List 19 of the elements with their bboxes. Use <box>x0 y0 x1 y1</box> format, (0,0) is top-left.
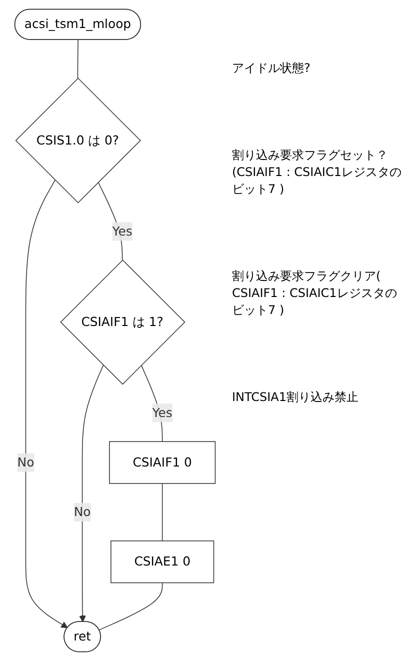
connector <box>140 364 163 442</box>
connector <box>77 39 78 79</box>
annotation-text: 割り込み要求フラグセット？(CSIAIF1 : CSIAIC1レジスタのビット7 ) <box>232 147 402 198</box>
node-diamond: CSIAIF1 は 1? <box>60 260 186 385</box>
annotation-text: 割り込み要求フラグクリア( CSIAIF1 : CSIAIC1レジスタのビット7 ) <box>232 268 398 319</box>
node-diamond: CSIS1.0 は 0? <box>15 78 141 204</box>
connector <box>162 483 163 542</box>
node-box: CSIAIF1 0 <box>109 441 216 484</box>
edge-label: Yes <box>112 224 132 238</box>
connector <box>98 182 123 261</box>
arrow <box>79 364 104 622</box>
edge-label: Yes <box>152 405 172 420</box>
connector <box>98 582 163 630</box>
node-box: CSIAE1 0 <box>110 540 214 584</box>
arrow <box>25 180 68 628</box>
edge-label: No <box>74 504 91 520</box>
edge-label: No <box>17 454 34 470</box>
annotation-text: アイドル状態? <box>232 60 312 77</box>
annotation-text: INTCSIA1割り込み禁止 <box>232 389 360 406</box>
